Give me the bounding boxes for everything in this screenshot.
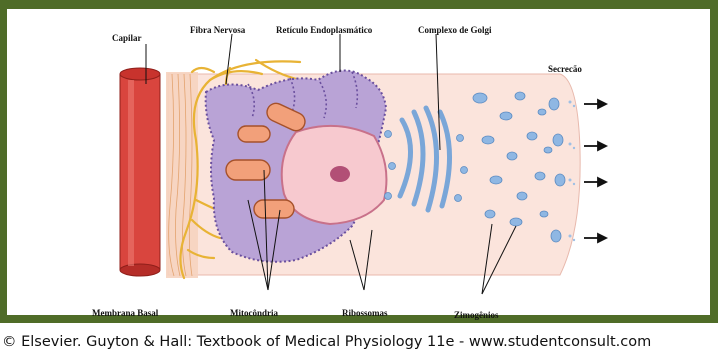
nucleus bbox=[282, 126, 387, 224]
label-reticulo: Retículo Endoplasmático bbox=[276, 25, 373, 35]
copyright-notice: © Elsevier. Guyton & Hall: Textbook of M… bbox=[2, 332, 718, 352]
label-secrecao: Secrecão bbox=[548, 64, 582, 74]
label-mitocondria: Mitocôndria bbox=[230, 308, 278, 318]
label-golgi: Complexo de Golgi bbox=[418, 25, 492, 35]
label-fibra-nervosa: Fibra Nervosa bbox=[190, 25, 246, 35]
label-ribossomas: Ribossomas bbox=[342, 308, 388, 318]
secretion-arrows bbox=[584, 100, 606, 242]
label-zimogenios: Zimogênios bbox=[454, 310, 499, 320]
capillary bbox=[120, 68, 160, 276]
cell-diagram: Capilar Fibra Nervosa Retículo Endoplasm… bbox=[0, 0, 718, 330]
label-membrana-basal: Membrana Basal bbox=[92, 308, 159, 318]
label-capilar: Capilar bbox=[112, 33, 142, 43]
